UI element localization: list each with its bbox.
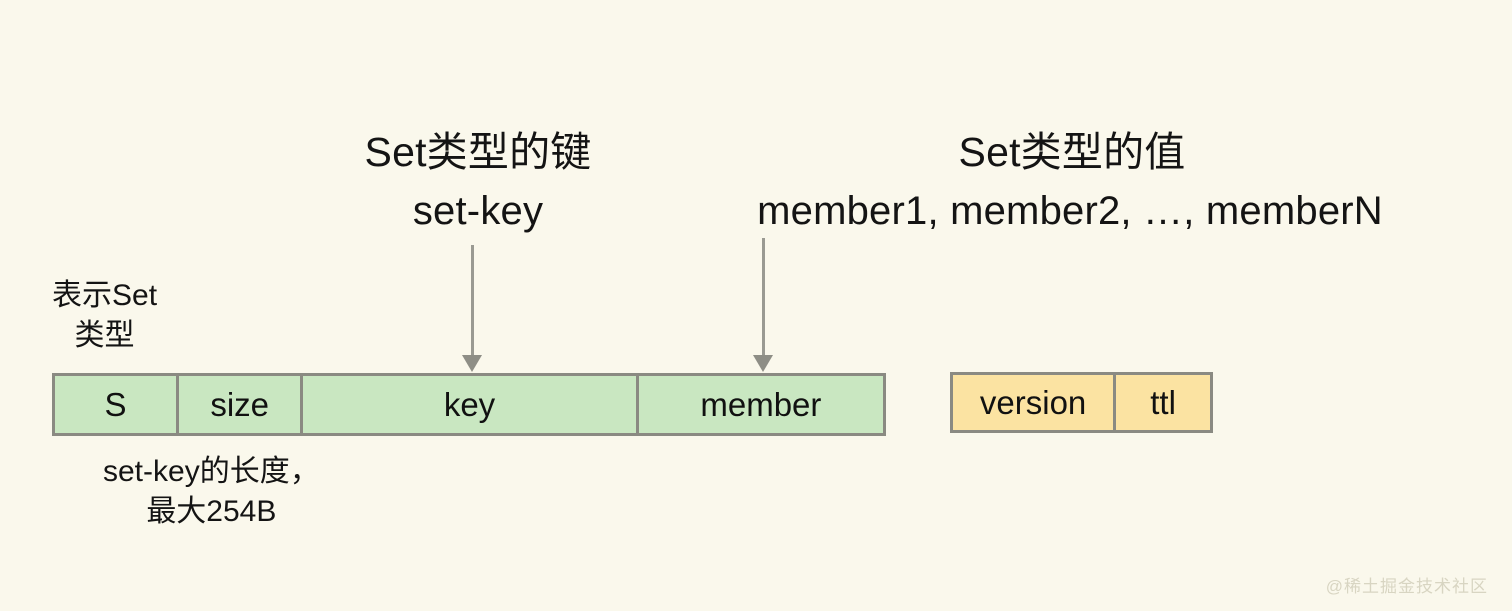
watermark: @稀土掘金技术社区 — [1325, 577, 1488, 596]
value-group-subtitle: member1, member2, …, memberN — [757, 189, 1383, 233]
size-note: set-key的长度， 最大254B — [103, 452, 320, 532]
set-value-encoding-record: version ttl — [950, 372, 1213, 433]
type-flag-note-line2: 类型 — [74, 318, 135, 352]
key-group-title: Set类型的键 — [364, 129, 592, 175]
key-group-subtitle: set-key — [412, 189, 544, 233]
cell-version: version — [953, 375, 1117, 430]
cell-ttl: ttl — [1116, 375, 1210, 430]
cell-size: size — [179, 376, 304, 433]
size-note-line1: set-key的长度， — [103, 455, 320, 488]
cell-key: key — [303, 376, 639, 433]
type-flag-note-line1: 表示Set — [52, 279, 158, 312]
cell-member: member — [638, 376, 883, 433]
cell-type-flag: S — [55, 376, 180, 433]
size-note-line2: 最大254B — [146, 494, 277, 528]
type-flag-note: 表示Set 类型 — [52, 276, 157, 356]
value-group-title: Set类型的值 — [958, 129, 1186, 175]
set-key-encoding-record: S size key member — [52, 373, 886, 436]
